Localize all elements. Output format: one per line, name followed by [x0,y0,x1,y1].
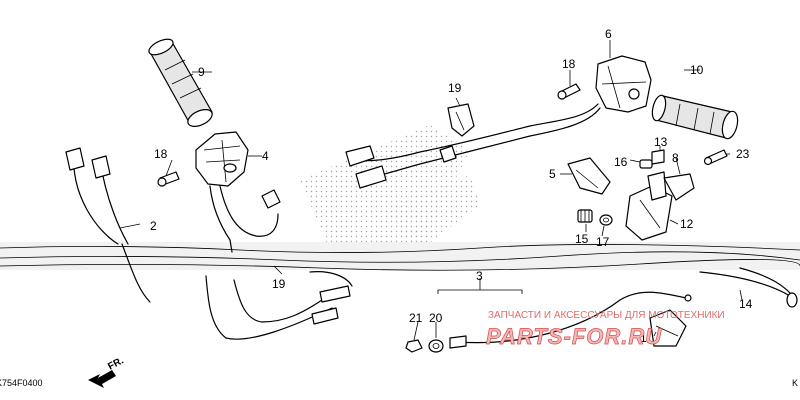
front-direction-label: FR. [106,355,126,372]
lower-cables[interactable] [205,271,353,340]
callout-13: 13 [654,135,668,149]
washer-17[interactable] [599,214,613,226]
callout-numbers: 9 10 4 6 18 18 19 5 12 23 13 16 8 15 17 … [150,27,753,345]
callout-19-upper: 19 [448,81,462,95]
callout-15: 15 [575,232,589,246]
adjuster-15[interactable] [577,209,593,223]
callout-6: 6 [605,27,612,41]
watermark-caption: ЗАПЧАСТИ И АКСЕССУАРЫ ДЛЯ МОТОТЕХНИКИ [488,310,725,321]
callout-11: 11 [640,331,653,345]
callout-4: 4 [262,149,269,163]
figure-code: K754F0400 [0,378,43,388]
lever-14[interactable] [699,267,798,308]
callout-19-lower: 19 [272,277,286,291]
front-direction-indicator: FR. [88,355,126,388]
right-grip[interactable] [650,94,740,140]
nut-20[interactable] [428,339,444,353]
left-grip[interactable] [147,36,215,130]
leader-lines [119,40,743,341]
nut-21[interactable] [405,339,423,353]
bolt-23[interactable] [703,149,728,166]
callout-2: 2 [150,219,157,233]
lever-cover[interactable] [567,157,611,195]
callout-18-upper: 18 [562,57,576,71]
callout-12: 12 [680,217,694,231]
screw-16[interactable] [639,159,653,169]
corner-code: K [792,378,798,388]
screw-18-lower[interactable] [157,171,180,187]
switch-harness [345,103,601,189]
callout-21: 21 [409,311,423,325]
screw-13[interactable] [651,149,665,165]
callout-16: 16 [614,155,628,169]
watermark-site: PARTS-FOR.RU [486,324,662,349]
wire-clamp-upper[interactable] [447,103,475,137]
throttle-cables[interactable] [65,147,151,303]
callout-23: 23 [736,147,750,161]
callout-10: 10 [690,63,704,77]
wing-logo-background [300,125,480,250]
callout-18-lower: 18 [154,147,168,161]
scan-band [0,242,800,271]
bracket-11[interactable] [649,309,687,347]
callout-14: 14 [739,297,753,311]
callout-9: 9 [198,65,205,79]
callout-20: 20 [429,311,443,325]
callout-3: 3 [476,269,483,283]
watermark: ЗАПЧАСТИ И АКСЕССУАРЫ ДЛЯ МОТОТЕХНИКИ PA… [486,310,725,349]
callout-17: 17 [596,235,610,249]
right-switch-housing[interactable] [595,55,652,113]
callout-8: 8 [672,151,679,165]
screw-18-upper[interactable] [557,83,581,100]
left-handlebar-switch[interactable] [195,131,281,253]
lever-bracket[interactable] [625,171,695,241]
callout-5: 5 [549,167,556,181]
